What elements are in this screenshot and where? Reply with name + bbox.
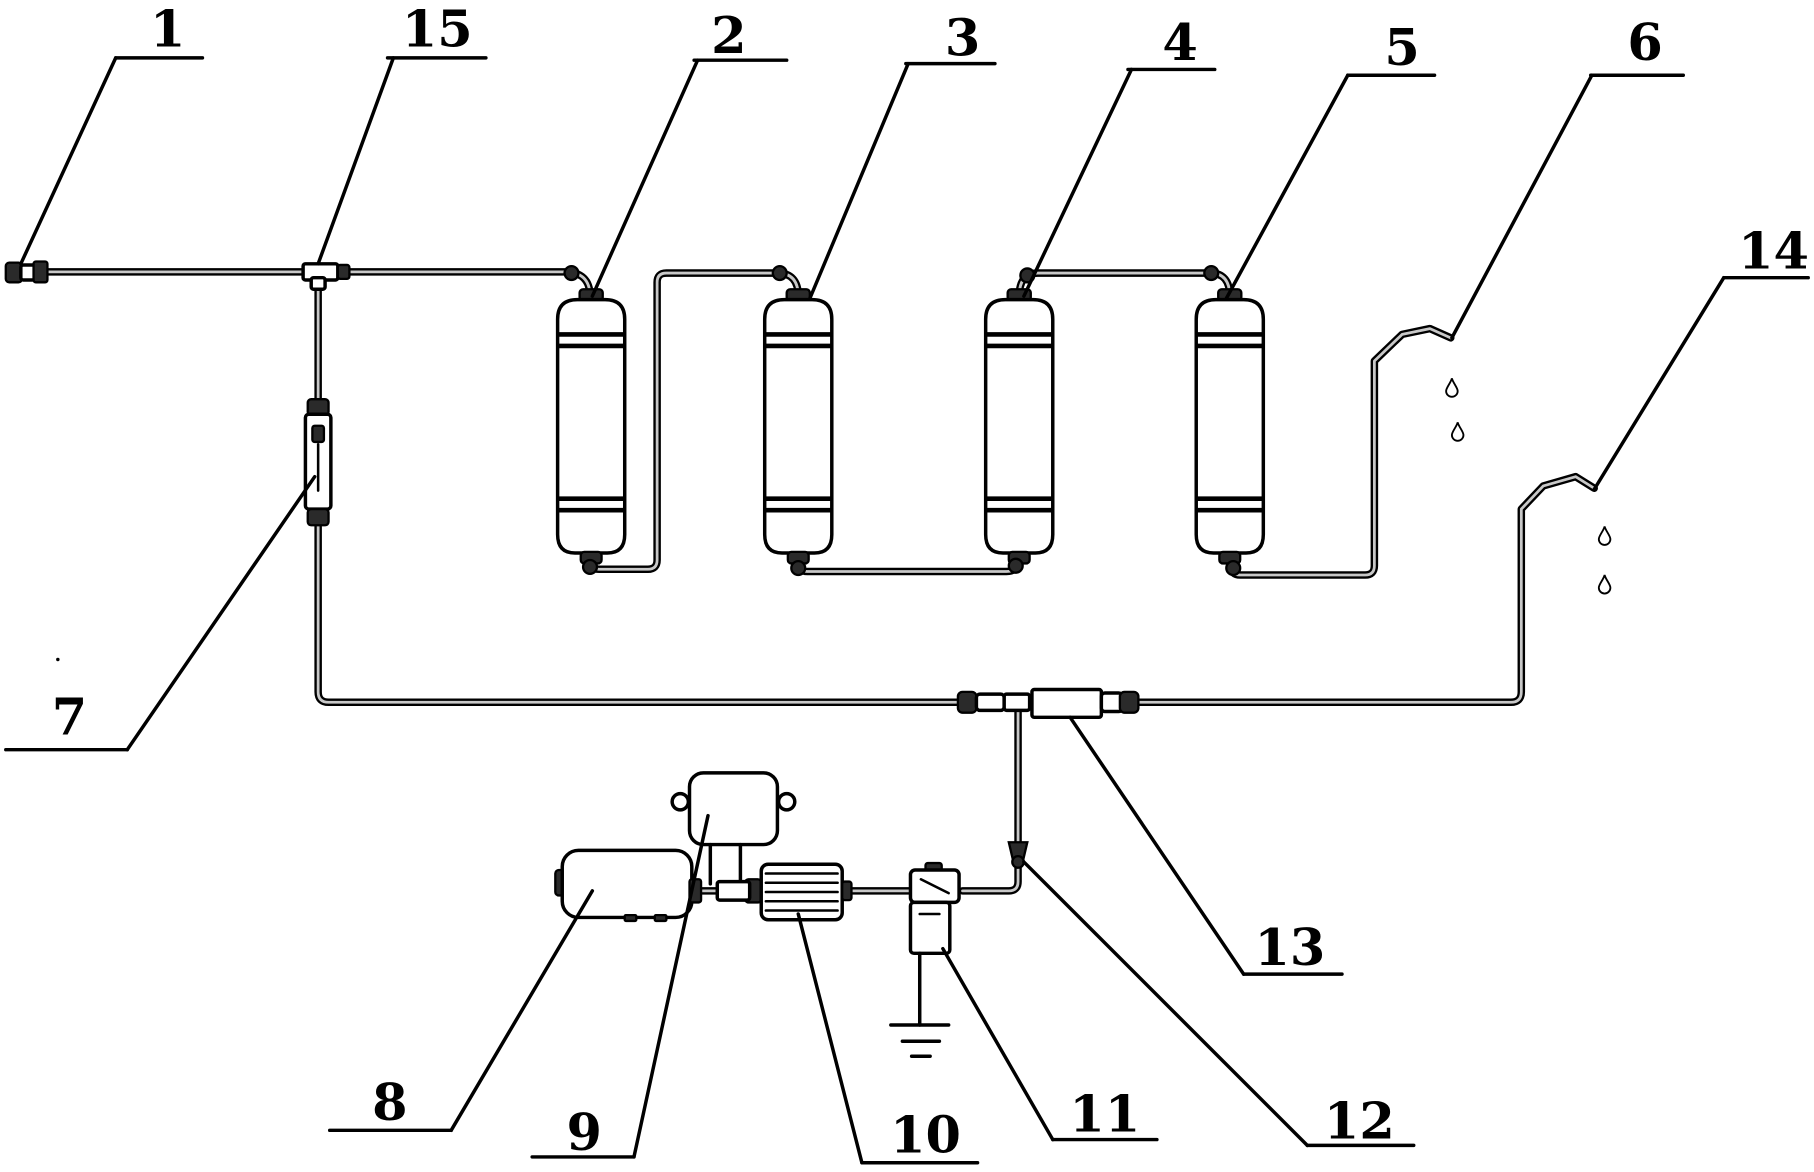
callout-1: 1 (19, 0, 205, 266)
droplets-outlet-14 (1597, 525, 1612, 595)
filter-cartridge-4 (983, 288, 1055, 565)
callout-label: 10 (890, 1105, 961, 1165)
callout-label: 8 (372, 1073, 407, 1133)
water-droplet-icon (1597, 574, 1612, 595)
motor-10 (743, 862, 853, 922)
tank-8 (554, 848, 703, 923)
tee-fitting (301, 262, 351, 291)
callout-label: 3 (945, 9, 980, 69)
callout-label: 11 (1069, 1084, 1140, 1144)
speck (56, 657, 60, 662)
elbow-fittings (563, 264, 1242, 577)
callout-label: 15 (402, 0, 473, 59)
droplets-outlet-6 (1445, 377, 1465, 442)
filter-cartridge-2 (555, 288, 627, 565)
callout-label: 5 (1384, 18, 1419, 78)
callouts: 1 15 2 3 4 5 6 (4, 0, 1810, 1165)
inlet-connector (4, 260, 49, 284)
pipe-down-bend (963, 863, 1019, 891)
callout-13: 13 (1068, 715, 1344, 978)
callout-9: 9 (530, 813, 710, 1163)
pipe-branch-lower (318, 526, 962, 702)
flow-meter (303, 398, 333, 527)
callout-14: 14 (1592, 221, 1810, 492)
callout-label: 4 (1162, 13, 1197, 73)
callout-3: 3 (808, 9, 997, 301)
callout-label: 1 (150, 0, 185, 59)
filter-cartridge-3 (762, 288, 834, 565)
control-box-9 (670, 771, 797, 902)
valve-11 (908, 861, 961, 956)
callout-4: 4 (1022, 13, 1217, 298)
water-droplet-icon (1597, 525, 1612, 546)
callout-15: 15 (316, 0, 488, 266)
ground-symbol-icon (889, 951, 951, 1059)
water-droplet-icon (1445, 377, 1459, 398)
callout-12: 12 (1022, 860, 1416, 1151)
pipe-4-to-5 (1019, 273, 1230, 296)
pipe-3-to-4 (798, 558, 1018, 572)
callout-label: 13 (1255, 918, 1326, 978)
callout-label: 7 (52, 688, 87, 748)
callout-11: 11 (941, 946, 1159, 1144)
callout-6: 6 (1450, 13, 1686, 340)
callout-2: 2 (590, 6, 789, 298)
callout-label: 2 (711, 6, 746, 66)
water-droplet-icon (1450, 421, 1465, 442)
callout-8: 8 (327, 889, 595, 1133)
callout-label: 14 (1738, 221, 1809, 281)
callout-5: 5 (1224, 18, 1437, 301)
callout-10: 10 (796, 912, 980, 1165)
callout-label: 9 (567, 1103, 602, 1163)
callout-label: 6 (1627, 13, 1662, 73)
filter-cartridge-5 (1194, 288, 1266, 565)
callout-7: 7 (4, 474, 317, 752)
callout-label: 12 (1324, 1091, 1395, 1151)
junction-box-13 (956, 687, 1140, 720)
